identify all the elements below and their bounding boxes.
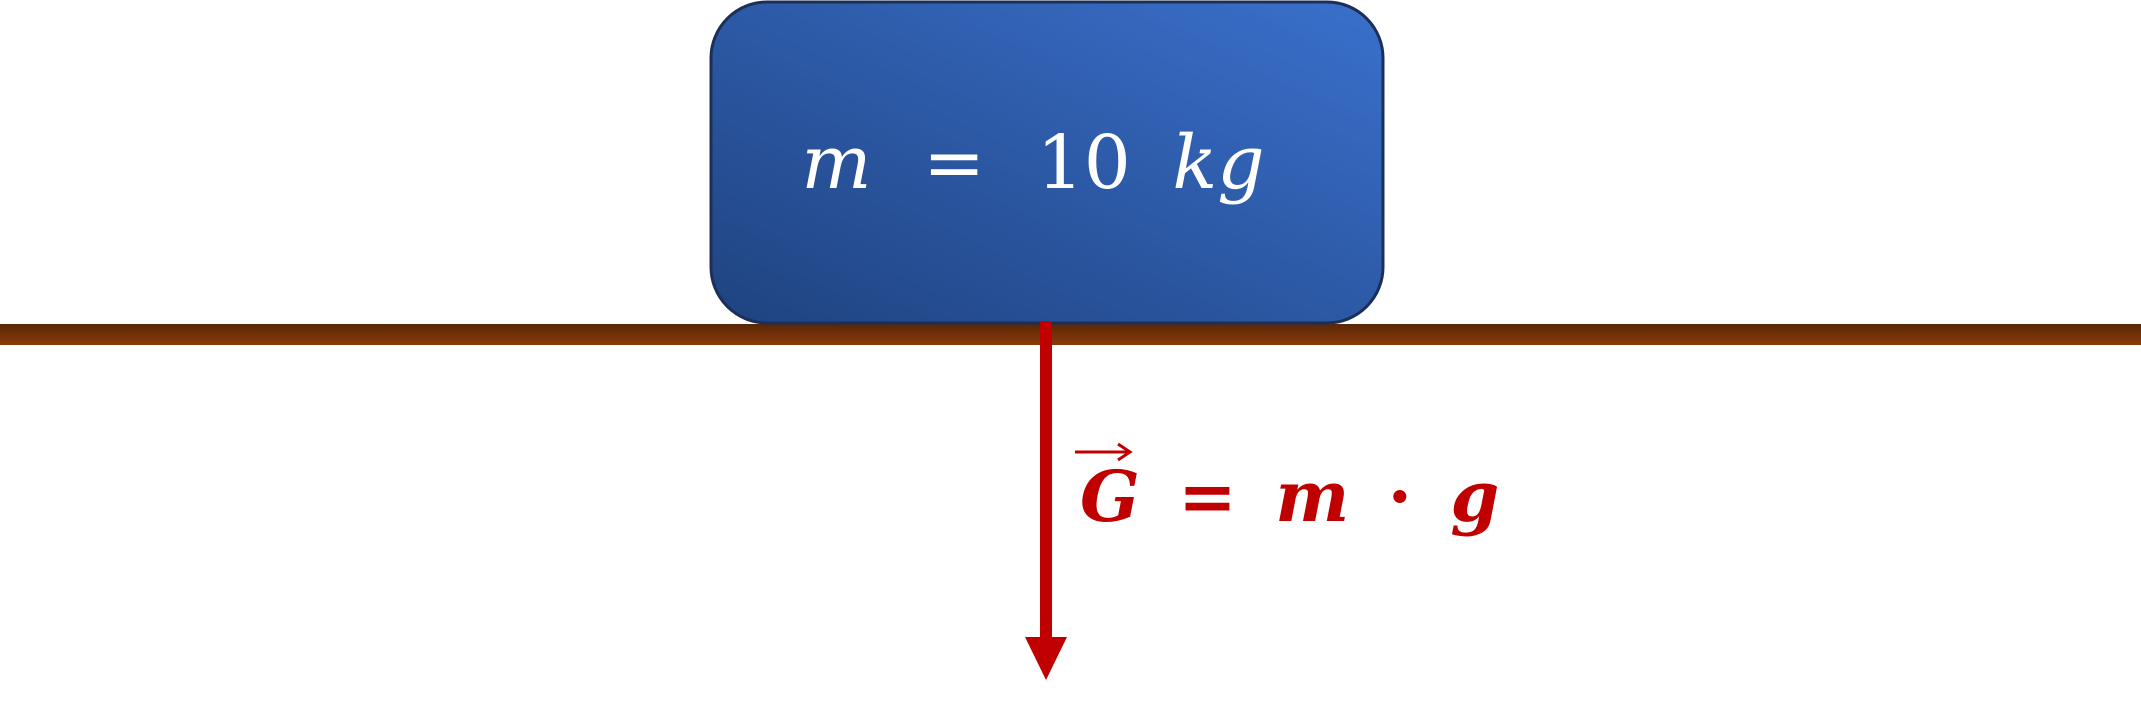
mass-unit: kg xyxy=(1172,120,1264,206)
vector-arrow-tip xyxy=(1117,442,1133,462)
block-label: m = 10 kg xyxy=(801,120,1264,206)
ground-surface xyxy=(0,324,2141,345)
gravity-acceleration-symbol: g xyxy=(1450,455,1499,538)
gravity-arrow-head xyxy=(1025,637,1067,680)
mass-value: 10 xyxy=(1037,120,1131,206)
force-mass-symbol: m xyxy=(1275,455,1349,538)
force-equation: G = m · g xyxy=(1080,455,1499,538)
block-equals-sign: = xyxy=(923,120,985,206)
multiplication-dot: · xyxy=(1388,455,1412,538)
gravity-arrow-shaft xyxy=(1040,322,1052,640)
force-symbol: G xyxy=(1080,455,1140,538)
force-equals-sign: = xyxy=(1178,455,1237,538)
mass-variable: m xyxy=(801,120,871,206)
